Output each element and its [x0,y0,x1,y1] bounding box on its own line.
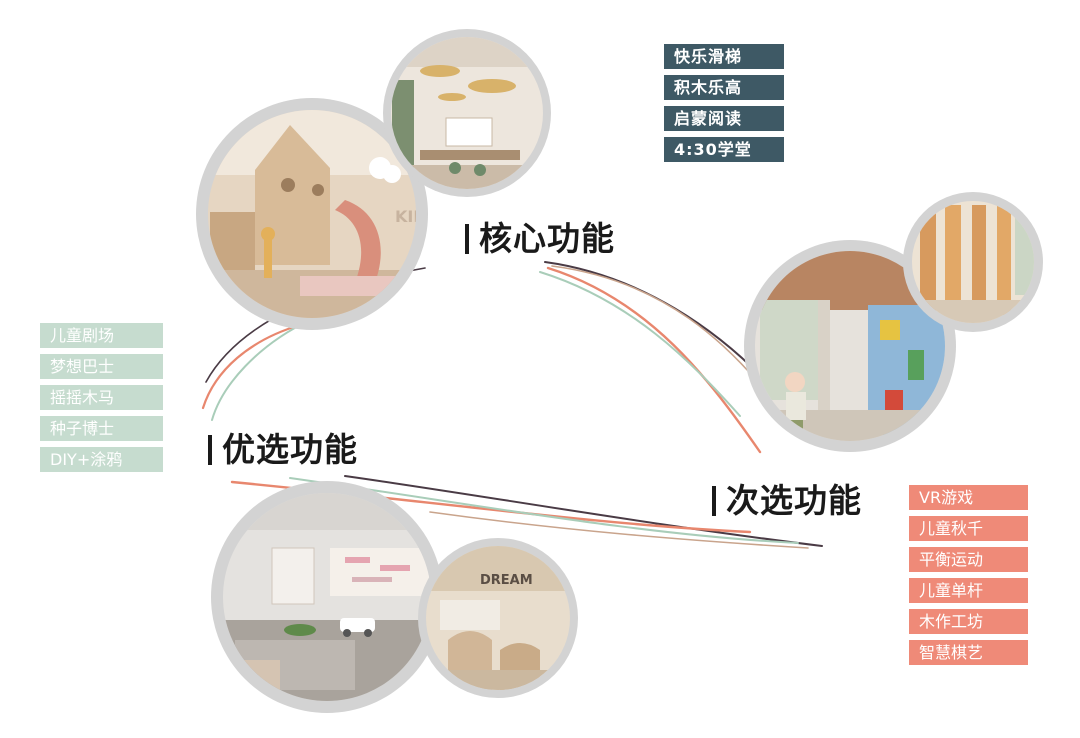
secondary-feature-tag: 儿童单杆 [909,578,1028,603]
connector-core-secondary-orange [546,266,762,454]
kids-sign-text: KIDS [395,207,438,226]
core-photo-main: KIDS [208,110,438,318]
connector-optional-secondary-tan [429,511,809,549]
optional-photo-group: DREAM [211,481,578,713]
dream-sign-text: DREAM [480,573,533,588]
secondary-feature-tag: VR游戏 [909,485,1028,510]
connector-core-secondary-dark [544,261,777,393]
connector-core-optional-orange [201,323,302,410]
core-feature-tag: 4:30学堂 [664,137,784,162]
core-feature-tag: 积木乐高 [664,75,784,100]
core-photo-small [391,37,543,189]
optional-photo-small: DREAM [426,546,570,690]
core-heading-text: 核心功能 [479,219,615,258]
optional-feature-tag: 儿童剧场 [40,323,163,348]
core-feature-tag: 启蒙阅读 [664,106,784,131]
core-heading: 核心功能 [465,212,615,260]
core-feature-list: 快乐滑梯 积木乐高 启蒙阅读 4:30学堂 [664,44,784,168]
core-feature-tag: 快乐滑梯 [664,44,784,69]
secondary-photo-group [744,192,1043,452]
heading-bar [208,435,212,465]
secondary-heading-text: 次选功能 [726,481,862,520]
secondary-feature-list: VR游戏 儿童秋千 平衡运动 儿童单杆 木作工坊 智慧棋艺 [909,485,1028,671]
secondary-feature-tag: 智慧棋艺 [909,640,1028,665]
connector-core-secondary-green [539,271,741,417]
secondary-feature-tag: 平衡运动 [909,547,1028,572]
secondary-photo-small [912,201,1034,323]
core-photo-group: KIDS [196,29,551,330]
connector-core-optional-green [211,319,311,421]
secondary-feature-tag: 木作工坊 [909,609,1028,634]
heading-bar [465,224,469,254]
optional-heading: 优选功能 [208,423,358,471]
optional-feature-tag: 梦想巴士 [40,354,163,379]
optional-feature-tag: DIY+涂鸦 [40,447,163,472]
secondary-heading: 次选功能 [712,474,862,522]
connector-optional-secondary-dark [344,475,823,547]
optional-feature-tag: 种子博士 [40,416,163,441]
optional-feature-tag: 摇摇木马 [40,385,163,410]
secondary-feature-tag: 儿童秋千 [909,516,1028,541]
heading-bar [712,486,716,516]
optional-feature-list: 儿童剧场 梦想巴士 摇摇木马 种子博士 DIY+涂鸦 [40,323,163,478]
optional-heading-text: 优选功能 [222,430,358,469]
